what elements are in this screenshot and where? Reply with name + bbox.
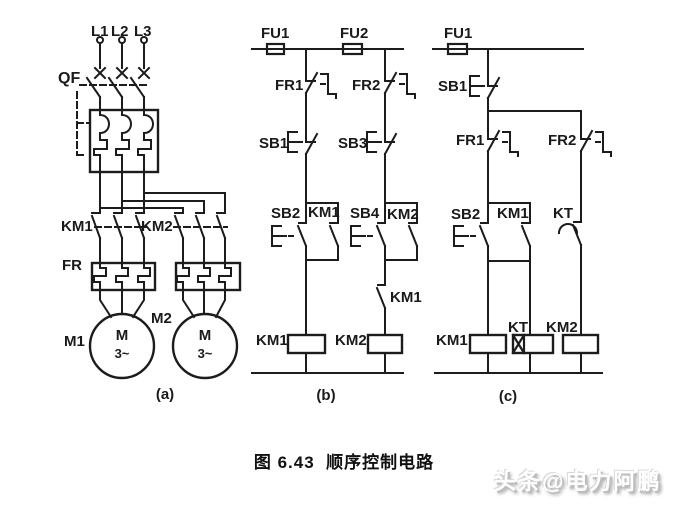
panel-a-main-circuit bbox=[76, 36, 242, 380]
label-b-km1-series: KM1 bbox=[390, 289, 422, 306]
qf-breaker bbox=[76, 66, 160, 174]
label-c-fr1: FR1 bbox=[456, 132, 485, 149]
label-c-km1-coil: KM1 bbox=[436, 332, 468, 349]
sb1-stop-button bbox=[469, 75, 501, 100]
km2-aux-contact bbox=[407, 222, 419, 261]
kt-timed-contact bbox=[557, 221, 583, 247]
km1-coil bbox=[468, 333, 508, 355]
panel-c-label: (c) bbox=[498, 388, 518, 405]
label-b-km2-aux: KM2 bbox=[387, 206, 419, 223]
label-motor1-ref: M1 bbox=[64, 333, 85, 350]
label-c-km1-aux: KM1 bbox=[497, 205, 529, 222]
label-phase-l2: L2 bbox=[111, 23, 129, 40]
fr-thermal-relay-2 bbox=[174, 261, 242, 292]
km1-coil bbox=[286, 333, 327, 355]
kt-coil-x-mark bbox=[511, 333, 526, 355]
fu1-fuse bbox=[446, 42, 469, 56]
label-b-sb2: SB2 bbox=[271, 205, 301, 222]
label-c-fu1: FU1 bbox=[444, 25, 473, 42]
branch-km1 bbox=[453, 110, 532, 374]
panel-a-label: (a) bbox=[155, 386, 175, 403]
fr2-nc-contact bbox=[383, 71, 416, 99]
sb2-start-button bbox=[271, 202, 308, 248]
label-b-km2-coil: KM2 bbox=[335, 332, 367, 349]
label-motor2-ref: M2 bbox=[151, 310, 172, 327]
label-b-fr1: FR1 bbox=[275, 77, 304, 94]
label-b-sb1: SB1 bbox=[259, 135, 289, 152]
panel-b-control-circuit bbox=[251, 42, 419, 374]
label-b-fu2: FU2 bbox=[340, 25, 369, 42]
sb3-stop-button bbox=[366, 131, 398, 156]
panel-c-control-circuit bbox=[432, 42, 612, 374]
fr1-nc-contact bbox=[486, 129, 519, 157]
label-c-kt-coil: KT bbox=[508, 319, 528, 336]
sb2-start-button bbox=[453, 202, 490, 248]
fu2-fuse bbox=[341, 42, 364, 56]
motor1-letter: M bbox=[115, 327, 129, 344]
motor2-letter: M bbox=[198, 327, 212, 344]
km1-aux-contact bbox=[520, 222, 532, 262]
fr1-nc-contact bbox=[304, 71, 337, 99]
figure-caption: 图 6.43 顺序控制电路 bbox=[253, 453, 435, 472]
motor-m2 bbox=[171, 289, 239, 380]
crossover-wires bbox=[99, 171, 226, 214]
label-qf-breaker: QF bbox=[58, 70, 81, 87]
fr-thermal-relay-1 bbox=[90, 261, 157, 292]
fu1-fuse bbox=[265, 42, 286, 56]
kt-coil bbox=[511, 333, 555, 355]
label-km1-main: KM1 bbox=[61, 218, 93, 235]
branch-km2 bbox=[350, 48, 419, 374]
sb1-stop-button bbox=[287, 131, 319, 156]
sb4-start-button bbox=[350, 202, 387, 248]
label-b-sb4: SB4 bbox=[350, 205, 380, 222]
label-c-fr2: FR2 bbox=[548, 132, 577, 149]
label-b-sb3: SB3 bbox=[338, 135, 368, 152]
motor-m1 bbox=[88, 289, 156, 380]
km1-main-contacts bbox=[90, 212, 147, 264]
km2-main-contacts bbox=[173, 212, 228, 264]
label-b-fr2: FR2 bbox=[352, 77, 381, 94]
panel-b-label: (b) bbox=[316, 387, 336, 404]
branch-km2 bbox=[557, 129, 612, 374]
motor1-phase: 3~ bbox=[114, 346, 130, 361]
label-c-sb1: SB1 bbox=[438, 78, 468, 95]
fr2-nc-contact bbox=[579, 129, 612, 157]
label-b-km1-coil: KM1 bbox=[256, 332, 288, 349]
label-c-km2-coil: KM2 bbox=[546, 319, 578, 336]
motor2-phase: 3~ bbox=[197, 346, 213, 361]
km1-series-contact bbox=[375, 284, 387, 336]
label-phase-l1: L1 bbox=[91, 23, 109, 40]
label-fr-relay: FR bbox=[62, 257, 82, 274]
label-c-kt-contact: KT bbox=[553, 205, 573, 222]
label-phase-l3: L3 bbox=[134, 23, 152, 40]
label-km2-main: KM2 bbox=[141, 218, 173, 235]
watermark: 头条@电力阿鹏 bbox=[494, 469, 662, 494]
km1-aux-contact bbox=[328, 222, 340, 261]
label-c-sb2: SB2 bbox=[451, 206, 481, 223]
branch-kt bbox=[511, 260, 555, 374]
label-b-fu1: FU1 bbox=[261, 25, 290, 42]
km2-coil bbox=[366, 333, 404, 355]
phase-terminals bbox=[96, 36, 148, 69]
km2-coil bbox=[561, 333, 600, 355]
branch-km1 bbox=[271, 48, 340, 374]
label-b-km1-aux: KM1 bbox=[308, 204, 340, 221]
